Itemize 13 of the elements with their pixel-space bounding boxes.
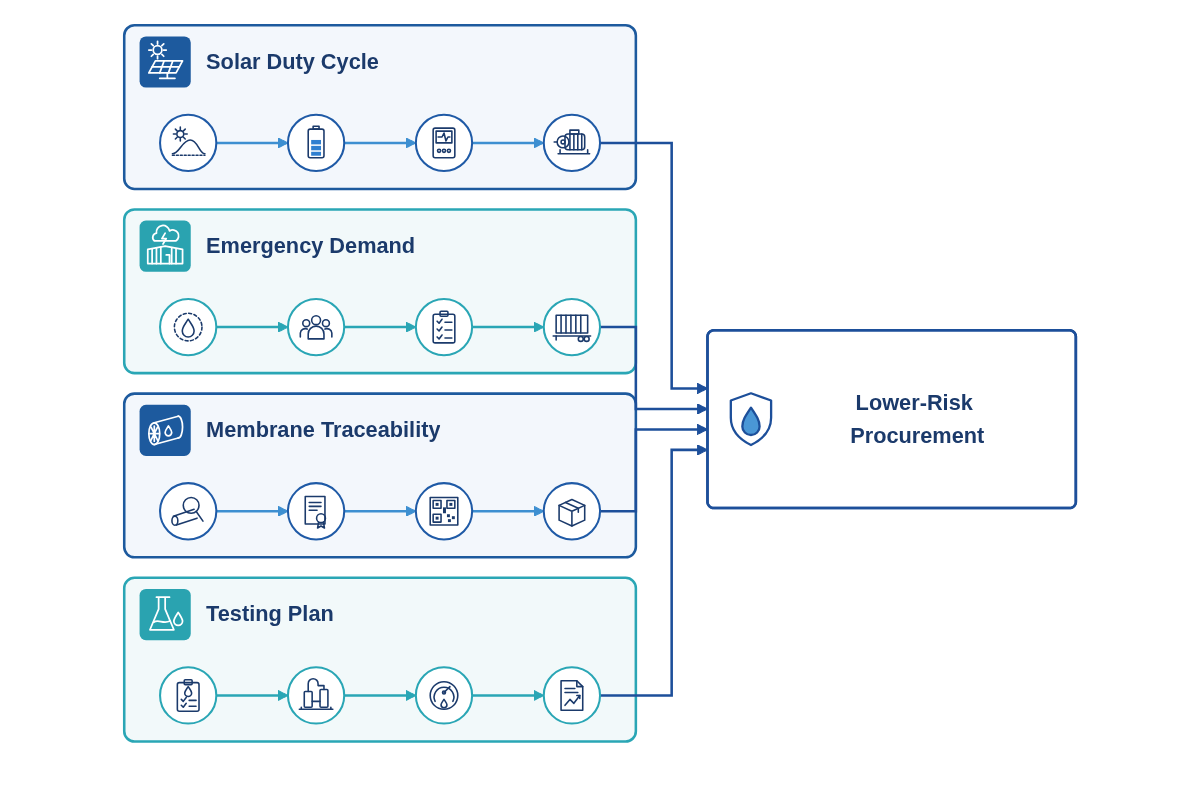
arrow xyxy=(600,325,708,415)
row-title: Membrane Traceability xyxy=(206,416,441,445)
arrow xyxy=(216,505,289,517)
row-title: Solar Duty Cycle xyxy=(206,48,379,76)
outcome-label: Lower-Risk Procurement xyxy=(849,389,986,450)
arrow xyxy=(216,321,289,333)
arrow xyxy=(600,141,708,395)
row-title: Testing Plan xyxy=(206,601,334,629)
arrow xyxy=(600,444,708,697)
row-title: Emergency Demand xyxy=(206,232,416,261)
arrow xyxy=(216,137,289,149)
arrow xyxy=(216,689,289,702)
arrow xyxy=(600,423,708,513)
